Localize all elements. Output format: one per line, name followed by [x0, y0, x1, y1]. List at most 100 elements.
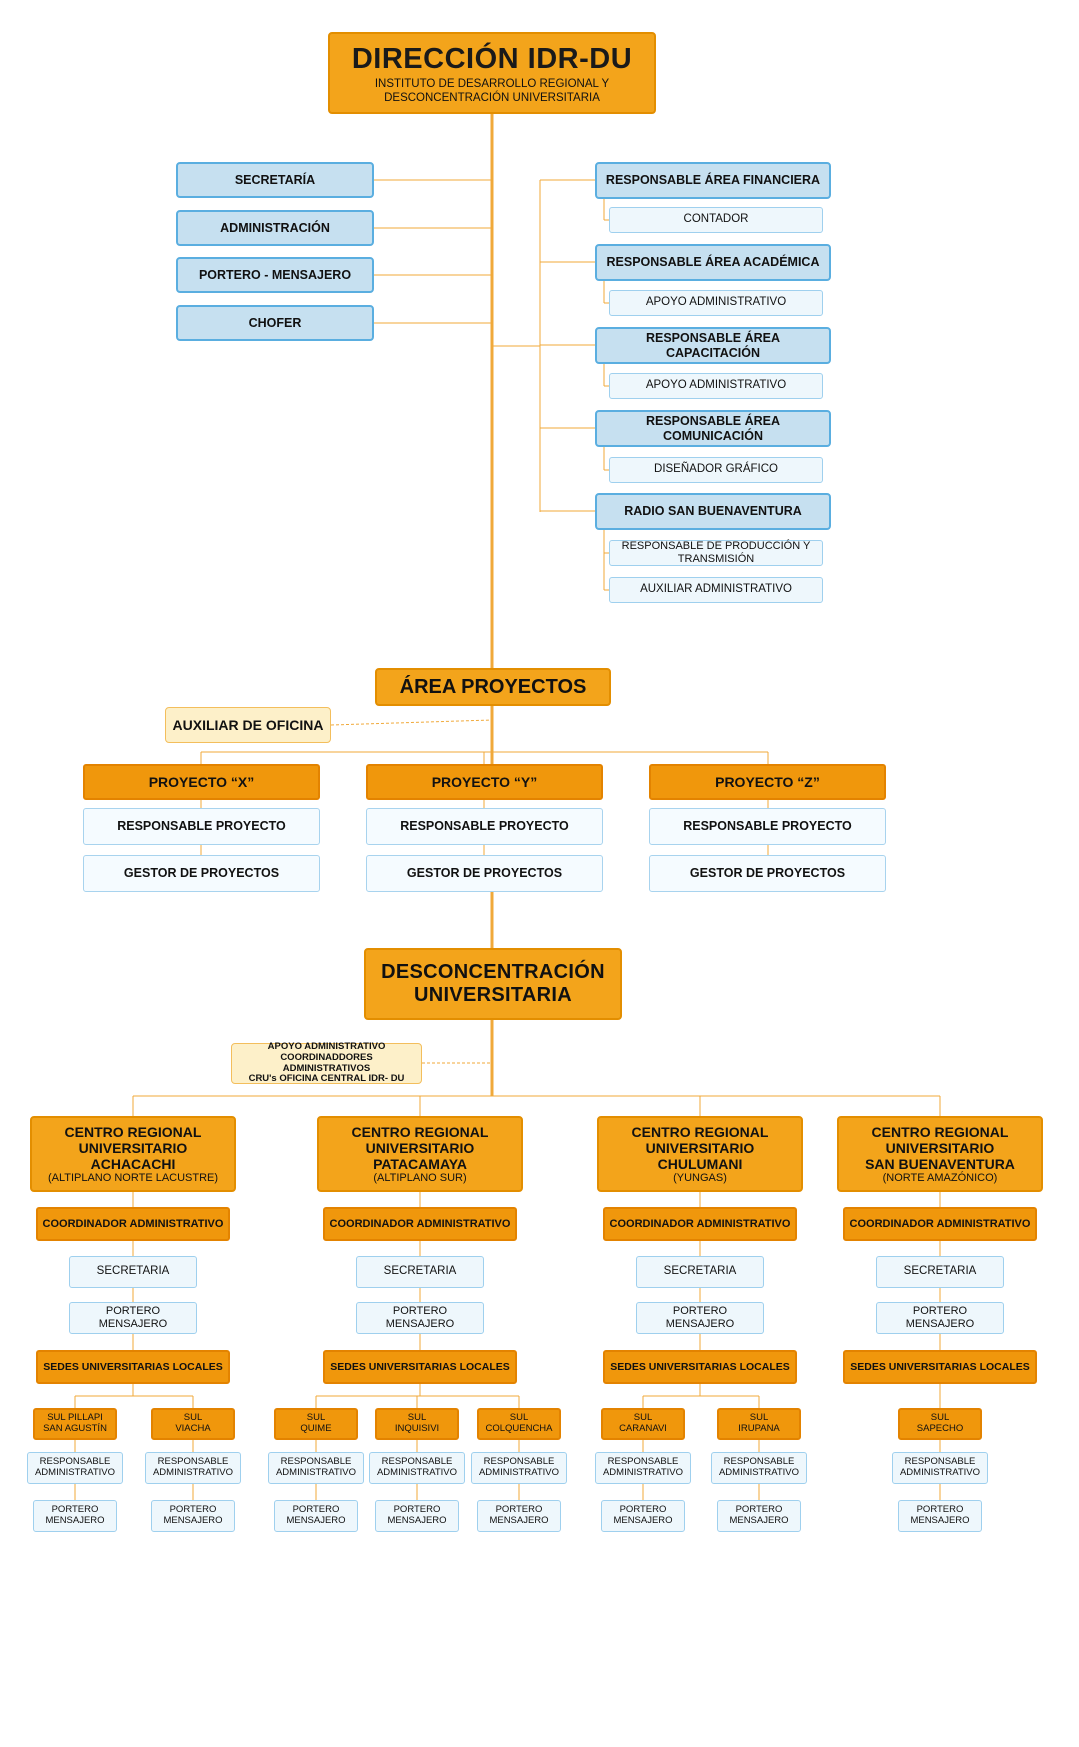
- sul-name-1: SUL: [930, 1412, 950, 1424]
- sul-name-2: VIACHA: [175, 1423, 211, 1434]
- sul-name-2: COLQUENCHA: [485, 1423, 553, 1434]
- port-line-1: PORTERO: [619, 1504, 667, 1516]
- staff-portero-mensajero: PORTERO - MENSAJERO: [176, 257, 374, 293]
- area-academica-child: APOYO ADMINISTRATIVO: [609, 290, 823, 316]
- proyecto-z: PROYECTO “Z”: [649, 764, 886, 800]
- sul-name-2: CARANAVI: [619, 1423, 667, 1434]
- sul-name-1: SUL: [306, 1412, 326, 1424]
- port-line-2: MENSAJERO: [910, 1515, 970, 1526]
- port-line-2: MENSAJERO: [387, 1515, 447, 1526]
- sul-name-2: IRUPANA: [738, 1423, 780, 1434]
- apoyo-line-1: APOYO ADMINISTRATIVO: [267, 1040, 386, 1052]
- sedes-universitarias-0: SEDES UNIVERSITARIAS LOCALES: [36, 1350, 230, 1384]
- centro-region: (NORTE AMAZÓNICO): [882, 1171, 998, 1184]
- proyecto-z-gestor: GESTOR DE PROYECTOS: [649, 855, 886, 892]
- sul-name-2: SAN AGUSTÍN: [43, 1423, 107, 1434]
- resp-line-2: ADMINISTRATIVO: [275, 1467, 357, 1478]
- centro-region: (YUNGAS): [673, 1171, 727, 1184]
- resp-line-2: ADMINISTRATIVO: [602, 1467, 684, 1478]
- resp-line-1: RESPONSABLE: [381, 1456, 453, 1468]
- port-line-1: PORTERO: [735, 1504, 783, 1516]
- area-academica: RESPONSABLE ÁREA ACADÉMICA: [595, 244, 831, 281]
- direccion-box: DIRECCIÓN IDR-DU INSTITUTO DE DESARROLLO…: [328, 32, 656, 114]
- port-line-1: PORTERO: [495, 1504, 543, 1516]
- centro-region: (ALTIPLANO NORTE LACUSTRE): [47, 1171, 219, 1184]
- secretaria-2: SECRETARIA: [636, 1256, 764, 1288]
- staff-secretaria: SECRETARÍA: [176, 162, 374, 198]
- coordinador-administrativo-1: COORDINADOR ADMINISTRATIVO: [323, 1207, 517, 1241]
- centro-name-2: UNIVERSITARIO: [365, 1139, 475, 1156]
- area-financiera-child: CONTADOR: [609, 207, 823, 233]
- centro-name-2: UNIVERSITARIO: [78, 1139, 188, 1156]
- sul-name-1: SUL: [749, 1412, 769, 1424]
- coordinador-administrativo-2: COORDINADOR ADMINISTRATIVO: [603, 1207, 797, 1241]
- proyecto-x-responsable: RESPONSABLE PROYECTO: [83, 808, 320, 845]
- centro-name-3: CHULUMANI: [657, 1155, 743, 1172]
- apoyo-line-2: COORDINADDORES ADMINISTRATIVOS: [280, 1051, 373, 1074]
- area-capacitacion: RESPONSABLE ÁREA CAPACITACIÓN: [595, 327, 831, 364]
- centro-name-1: CENTRO REGIONAL: [351, 1123, 489, 1140]
- staff-chofer: CHOFER: [176, 305, 374, 341]
- auxiliar-connector: [330, 719, 493, 726]
- portero-mensajero-1: PORTERO MENSAJERO: [356, 1302, 484, 1334]
- area-radio-child-2: AUXILIAR ADMINISTRATIVO: [609, 577, 823, 603]
- resp-line-1: RESPONSABLE: [483, 1456, 555, 1468]
- portero-mensajero-0: PORTERO MENSAJERO: [69, 1302, 197, 1334]
- centro-name-2: UNIVERSITARIO: [645, 1139, 755, 1156]
- apoyo-line-3: CRU's OFICINA CENTRAL IDR- DU: [248, 1073, 405, 1085]
- sul-name-2: INQUISIVI: [394, 1423, 440, 1434]
- proyecto-x: PROYECTO “X”: [83, 764, 320, 800]
- port-line-1: PORTERO: [393, 1504, 441, 1516]
- centro-name-1: CENTRO REGIONAL: [64, 1123, 202, 1140]
- proyecto-z-responsable: RESPONSABLE PROYECTO: [649, 808, 886, 845]
- port-line-2: MENSAJERO: [163, 1515, 223, 1526]
- resp-line-1: RESPONSABLE: [39, 1456, 111, 1468]
- port-line-1: PORTERO: [292, 1504, 340, 1516]
- resp-line-2: ADMINISTRATIVO: [376, 1467, 458, 1478]
- resp-line-1: RESPONSABLE: [607, 1456, 679, 1468]
- area-radio: RADIO SAN BUENAVENTURA: [595, 493, 831, 530]
- proyecto-y: PROYECTO “Y”: [366, 764, 603, 800]
- area-financiera: RESPONSABLE ÁREA FINANCIERA: [595, 162, 831, 199]
- port-line-1: PORTERO: [916, 1504, 964, 1516]
- secretaria-3: SECRETARIA: [876, 1256, 1004, 1288]
- desconcentracion-title-1: DESCONCENTRACIÓN: [381, 961, 605, 983]
- area-capacitacion-child: APOYO ADMINISTRATIVO: [609, 373, 823, 399]
- portero-mensajero-2: PORTERO MENSAJERO: [636, 1302, 764, 1334]
- sul-name-1: SUL: [407, 1412, 427, 1424]
- apoyo-administrativo-cru: APOYO ADMINISTRATIVO COORDINADDORES ADMI…: [231, 1040, 422, 1085]
- port-line-2: MENSAJERO: [729, 1515, 789, 1526]
- area-comunicacion: RESPONSABLE ÁREA COMUNICACIÓN: [595, 410, 831, 447]
- centro-name-3: PATACAMAYA: [373, 1155, 467, 1172]
- sul-name-2: SAPECHO: [916, 1423, 964, 1434]
- port-line-1: PORTERO: [51, 1504, 99, 1516]
- port-line-2: MENSAJERO: [613, 1515, 673, 1526]
- sedes-universitarias-3: SEDES UNIVERSITARIAS LOCALES: [843, 1350, 1037, 1384]
- auxiliar-oficina: AUXILIAR DE OFICINA: [165, 707, 331, 743]
- coordinador-administrativo-0: COORDINADOR ADMINISTRATIVO: [36, 1207, 230, 1241]
- centro-name-1: CENTRO REGIONAL: [631, 1123, 769, 1140]
- port-line-1: PORTERO: [169, 1504, 217, 1516]
- port-line-2: MENSAJERO: [489, 1515, 549, 1526]
- secretaria-1: SECRETARIA: [356, 1256, 484, 1288]
- port-line-2: MENSAJERO: [45, 1515, 105, 1526]
- sul-name-1: SUL PILLAPI: [47, 1412, 103, 1424]
- desconcentracion-box: DESCONCENTRACIÓN UNIVERSITARIA: [364, 948, 622, 1020]
- resp-line-1: RESPONSABLE: [904, 1456, 976, 1468]
